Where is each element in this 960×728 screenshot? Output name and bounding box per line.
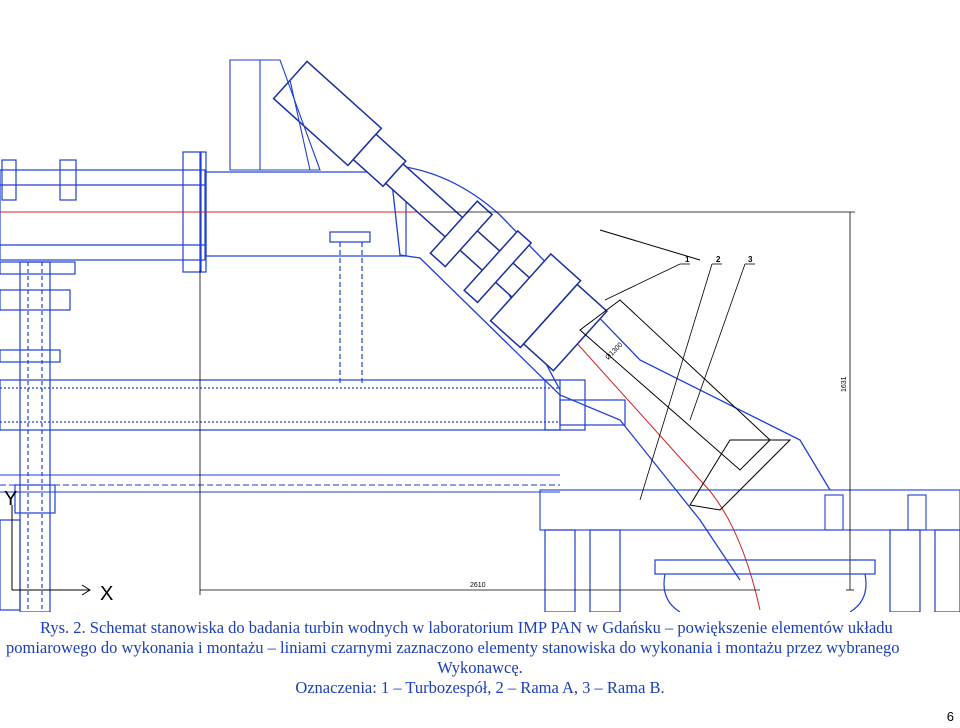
bottom-supports [544,399,960,612]
caption-line-3: Wykonawcę. [437,658,523,677]
dimension-horizontal-label: 2610 [470,582,486,589]
callout-1: 1 [685,255,690,264]
callout-3: 3 [748,255,753,264]
turbine-assembly [272,60,608,372]
caption-line-4: Oznaczenia: 1 – Turbozespół, 2 – Rama A,… [295,678,665,697]
outlet-flange [654,559,876,612]
caption-line-1: Rys. 2. Schemat stanowiska do badania tu… [40,618,893,637]
motor-bracket [229,59,321,171]
axis-x-label: X [100,583,113,605]
dimension-diagonal-label: Ø1300 [604,342,624,362]
dimension-vertical-label: 1631 [841,376,848,392]
caption-line-2: pomiarowego do wykonania i montażu – lin… [6,638,900,657]
figure-caption: Rys. 2. Schemat stanowiska do badania tu… [0,618,960,698]
technical-drawing: 1631 2610 Ø1300 1 2 3 X Y [0,59,960,612]
dimension-vertical [420,211,855,591]
page-number: 6 [946,709,954,724]
frame-beam-a [0,379,586,431]
axis-y-label: Y [4,488,17,510]
axes-indicator [11,505,91,596]
horizontal-pipe [205,171,407,385]
contractor-elements [579,229,792,511]
dimension-horizontal [199,270,760,595]
left-support-columns [0,261,76,612]
callout-2: 2 [716,255,721,264]
frame-beam-b [0,474,960,531]
callout-leaders [604,263,755,501]
